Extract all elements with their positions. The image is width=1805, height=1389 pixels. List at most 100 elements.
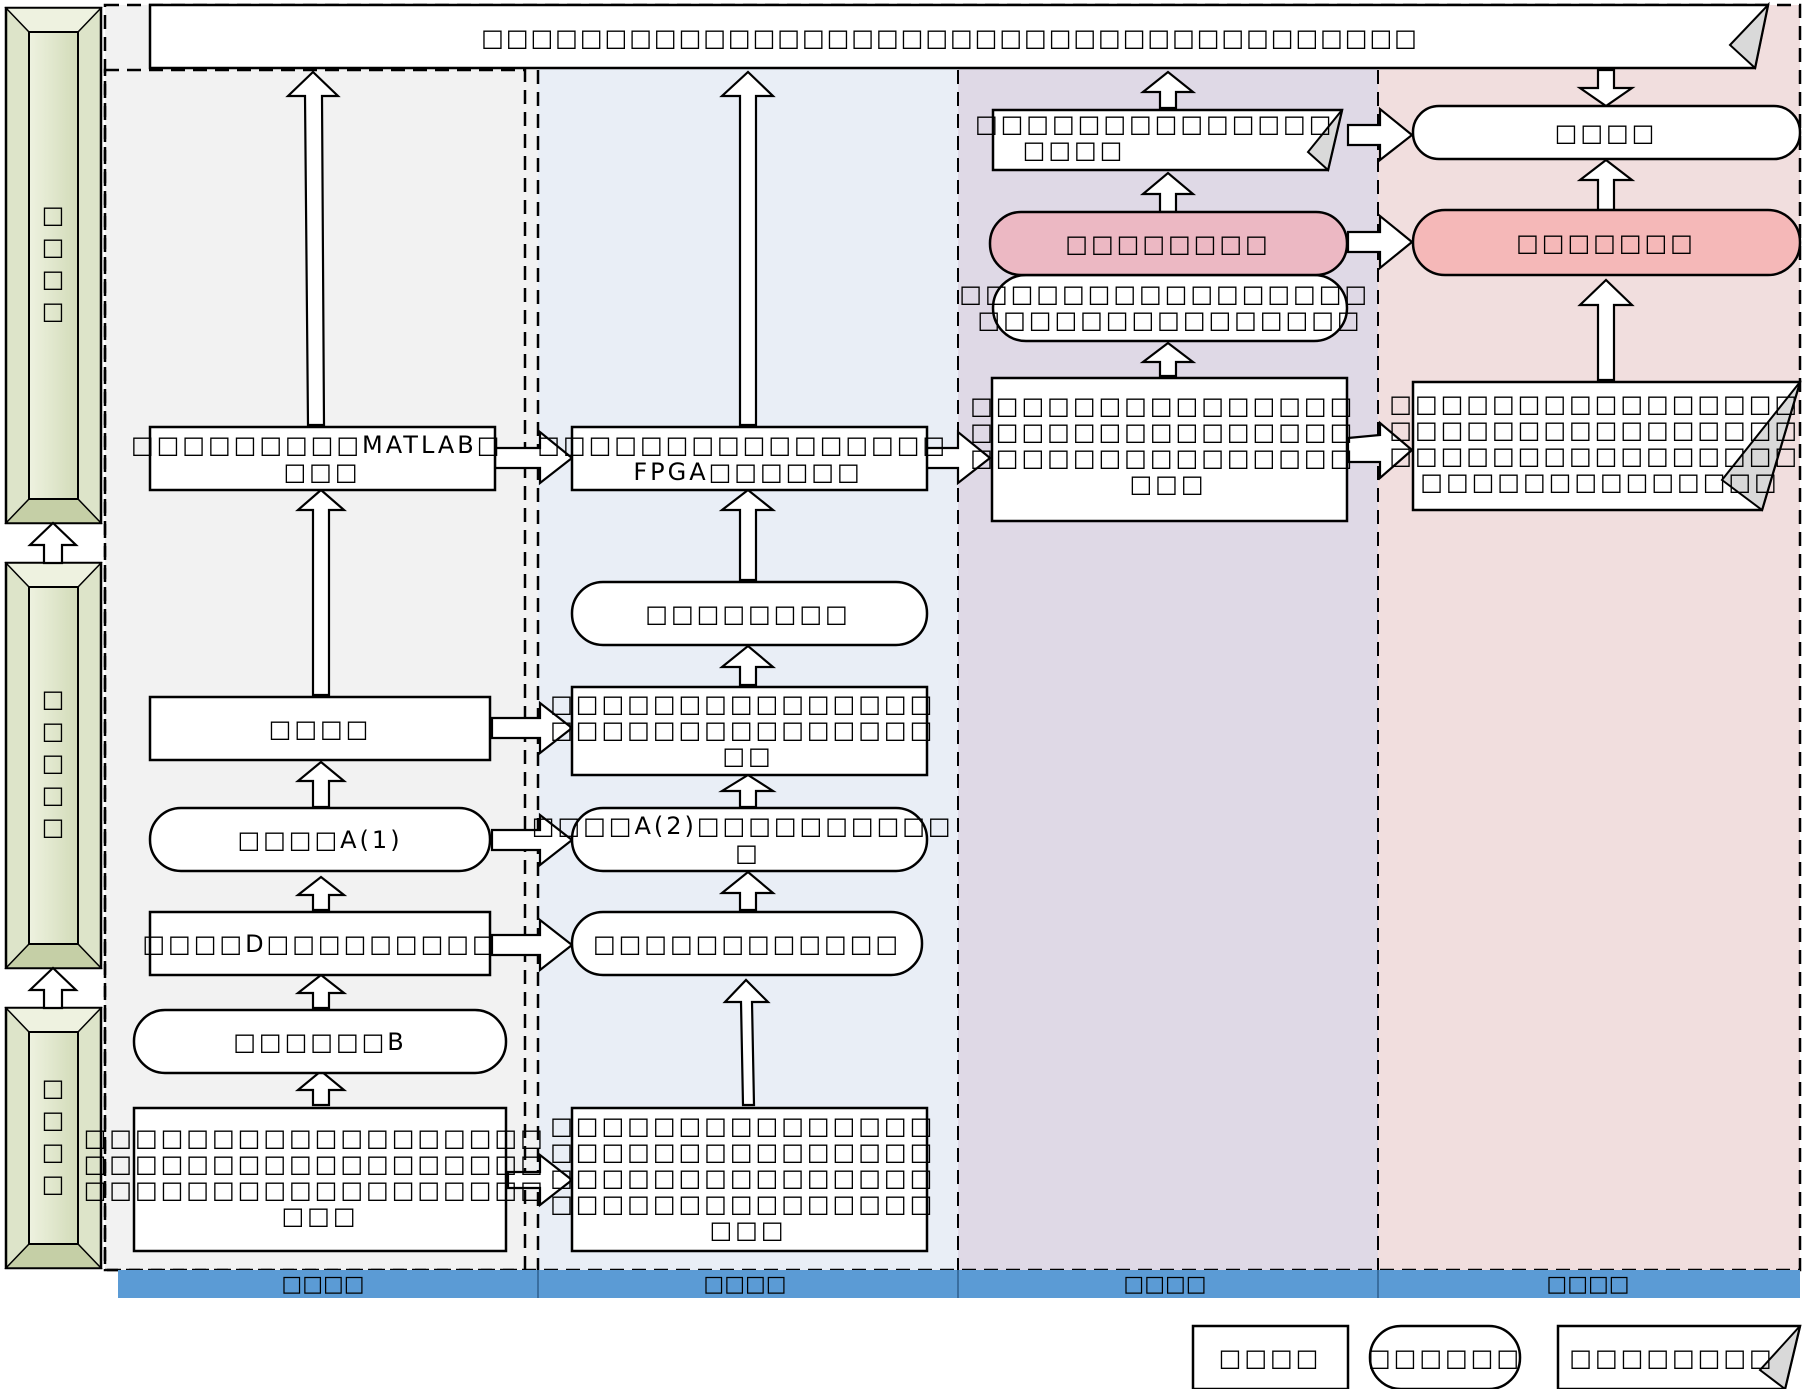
- svg-text:□□□□□□□□□□□□□□□ □□□□□□□□: □□□□□□□□□□□□□□□ □□□□□□□□□□□□□□□ □□: [550, 690, 946, 770]
- l1-node-1-line-4: □□□: [281, 1202, 358, 1230]
- l1-node-2-text: □□□□□□B: [233, 1028, 407, 1056]
- stage-label-middle: □□□□□: [39, 685, 67, 845]
- l2-node-5-text: □□□□□□□□: [645, 600, 850, 628]
- stage-block-bottom: □□□□: [4, 1006, 103, 1270]
- l2-node-2-text: □□□□□□□□□□□□: [593, 930, 901, 958]
- l2-node-6-line-2: FPGA□□□□□□: [633, 458, 862, 486]
- legend-doc-label: □□□□□□□□: [1569, 1344, 1774, 1372]
- arrow-h-1: [506, 1152, 574, 1208]
- arrow-l2-e: [718, 488, 777, 582]
- lane-4-nodes: □□□□□□□□□□□□□□□□ □□□□□□□□□□□□□□□□ □□□□□□…: [1389, 104, 1805, 512]
- title-banner: □□□□□□□□□□□□□□□□□□□□□□□□□□□□□□□□□□□□□□: [148, 1, 1770, 70]
- svg-text:□□□□□□□□□MATLAB□ □□□: □□□□□□□□□MATLAB□ □□□: [131, 431, 513, 486]
- arrow-l2-d: [718, 644, 777, 687]
- l1-node-5: [148, 695, 492, 762]
- svg-text:□□□□□□□□□□□□□□ □□□□: □□□□□□□□□□□□□□ □□□□: [975, 110, 1345, 164]
- l3-node-3: [988, 210, 1349, 277]
- arrow-l1-e: [295, 488, 347, 697]
- svg-text:□□□□□□□□□□□□□□□ □□□□□□□□: □□□□□□□□□□□□□□□ □□□□□□□□□□□□□□□ □□□□□□□□…: [970, 392, 1366, 498]
- arrow-l3-b: [1139, 171, 1197, 214]
- l1-node-6-line-2: □□□: [283, 458, 360, 486]
- l1-node-6: [148, 425, 497, 492]
- l2-node-1: [570, 1106, 929, 1253]
- lane-1-nodes: □□□□□□□□□□□□□□□□□□ □□□□□□□□□□□□□□□□□□ □□…: [84, 425, 557, 1253]
- svg-text:□□□□A(2)□□□□□□□□□□ □: □□□□A(2)□□□□□□□□□□ □: [532, 812, 965, 867]
- l2-node-5: [570, 580, 929, 647]
- swimlanes: [103, 3, 1802, 1272]
- legend-doc-shape: [1556, 1324, 1802, 1389]
- l2-node-3-line-2: □: [735, 839, 761, 867]
- stage-label-top: □□□□: [39, 201, 67, 329]
- title-banner-text: □□□□□□□□□□□□□□□□□□□□□□□□□□□□□□□□□□□□□□: [481, 24, 1419, 52]
- l4-node-1-line-1: □□□□□□□□□□□□□□□□: [1389, 390, 1800, 418]
- l2-node-6-line-1: □□□□□□□□□□□□□□□□: [537, 431, 948, 459]
- l1-node-5-text: □□□□: [269, 715, 372, 743]
- arrow-h-4: [490, 700, 574, 756]
- lane-label-4: □□□□: [1546, 1272, 1629, 1297]
- lane-bar-bg: [118, 1270, 1800, 1298]
- lane-4-bg: [1378, 5, 1800, 1270]
- l4-node-3: [1411, 104, 1802, 161]
- svg-text:□□□□□□□□□□□□□□□□□□ □□□□□: □□□□□□□□□□□□□□□□□□ □□□□□□□□□□□□□□□□□□ □□…: [84, 1124, 557, 1230]
- svg-text:□□□□□□□□□□□□□□□□ FPGA□□□: □□□□□□□□□□□□□□□□ FPGA□□□□□□: [537, 431, 958, 486]
- l4-node-1-line-4: □□□□□□□□□□□□□□: [1420, 468, 1779, 496]
- arrow-l3-a: [1139, 341, 1197, 378]
- arrow-l1-b: [294, 973, 348, 1010]
- l2-node-4-line-1: □□□□□□□□□□□□□□□: [550, 690, 935, 718]
- legend-rect-label: □□□□: [1219, 1344, 1322, 1372]
- lane-3-nodes: □□□□□□□□□□□□□□□ □□□□□□□□□□□□□□□ □□□□□□□□…: [959, 108, 1380, 523]
- l1-node-6-line-1: □□□□□□□□□MATLAB□: [131, 431, 502, 459]
- arrow-h-7: [1346, 420, 1414, 481]
- arrow-l2-b: [718, 870, 777, 912]
- lane-label-3: □□□□: [1123, 1272, 1206, 1297]
- arrow-l4-c: [1576, 68, 1636, 108]
- l1-node-1-line-3: □□□□□□□□□□□□□□□□□□: [84, 1176, 546, 1204]
- l2-node-6: [570, 425, 929, 492]
- arrow-l1-a: [294, 1069, 348, 1107]
- stage-arrow-1: [27, 521, 79, 565]
- l3-node-1-line-1: □□□□□□□□□□□□□□□: [970, 392, 1355, 420]
- arrow-l2-f: [719, 70, 776, 427]
- l4-node-2: [1411, 208, 1802, 277]
- lane-2-nodes: □□□□□□□□□□□□□□□ □□□□□□□□□□□□□□□ □□□□□□□□…: [532, 425, 965, 1253]
- l2-node-4: [570, 685, 929, 777]
- l4-node-3-text: □□□□: [1555, 119, 1658, 147]
- l1-node-1-line-1: □□□□□□□□□□□□□□□□□□: [84, 1124, 546, 1152]
- stage-block-middle: □□□□□: [4, 561, 103, 970]
- l4-node-2-text: □□□□□□□: [1516, 229, 1696, 257]
- l3-node-4-line-1: □□□□□□□□□□□□□□: [975, 110, 1334, 138]
- legend-round-label: □□□□□□: [1368, 1344, 1522, 1372]
- arrow-l2-c: [718, 773, 777, 809]
- legend-doc-fold: [1758, 1325, 1801, 1389]
- l3-node-1-line-3: □□□□□□□□□□□□□□□: [970, 444, 1355, 472]
- l2-node-1-line-3: □□□□□□□□□□□□□□□: [550, 1164, 935, 1192]
- arrow-l4-a: [1577, 278, 1635, 382]
- stage-arrow-2: [27, 966, 79, 1010]
- l2-node-3-line-1: □□□□A(2)□□□□□□□□□□: [532, 812, 954, 840]
- l4-node-1-line-3: □□□□□□□□□□□□□□□□: [1389, 442, 1800, 470]
- legend: □□□□ □□□□□□ □□□□□□□□: [1191, 1324, 1802, 1389]
- l1-node-3: [148, 910, 492, 977]
- legend-round-shape: [1368, 1324, 1522, 1389]
- l2-node-1-line-5: □□□: [709, 1216, 786, 1244]
- svg-text:□□□□□□□□□□□□□□□□ □□□□□□□: □□□□□□□□□□□□□□□□ □□□□□□□□□□□□□□□: [959, 280, 1380, 334]
- l2-node-3: [570, 806, 929, 873]
- arrow-h-6: [924, 429, 992, 486]
- l3-node-2-line-1: □□□□□□□□□□□□□□□□: [959, 280, 1370, 308]
- l2-node-4-line-2: □□□□□□□□□□□□□□□: [550, 716, 935, 744]
- stage-block-top: □□□□: [4, 6, 103, 525]
- l2-node-1-line-1: □□□□□□□□□□□□□□□: [550, 1112, 935, 1140]
- arrow-h-8: [1346, 213, 1414, 271]
- l3-node-2-line-2: □□□□□□□□□□□□□□□: [977, 306, 1362, 334]
- arrow-l2-a: [722, 978, 771, 1107]
- svg-text:□□□□□□□□□□□□□□□ □□□□□□□□: □□□□□□□□□□□□□□□ □□□□□□□□□□□□□□□ □□□□□□□□…: [550, 1112, 946, 1244]
- arrow-l1-d: [294, 760, 348, 809]
- l1-node-3-text: □□□□D□□□□□□□□□: [142, 930, 497, 958]
- arrow-l3-c: [1139, 70, 1197, 110]
- arrow-h-9: [1346, 106, 1414, 163]
- l1-node-1: [132, 1106, 508, 1253]
- svg-text:□□□□□□□□□□□□□□□□ □□□□□□□: □□□□□□□□□□□□□□□□ □□□□□□□□□□□□□□□□ □□□□□□…: [1389, 390, 1805, 496]
- legend-rect-shape: [1191, 1324, 1350, 1389]
- lane-bar: □□□□ □□□□ □□□□ □□□□: [118, 1270, 1800, 1298]
- arrow-l4-b: [1576, 158, 1636, 212]
